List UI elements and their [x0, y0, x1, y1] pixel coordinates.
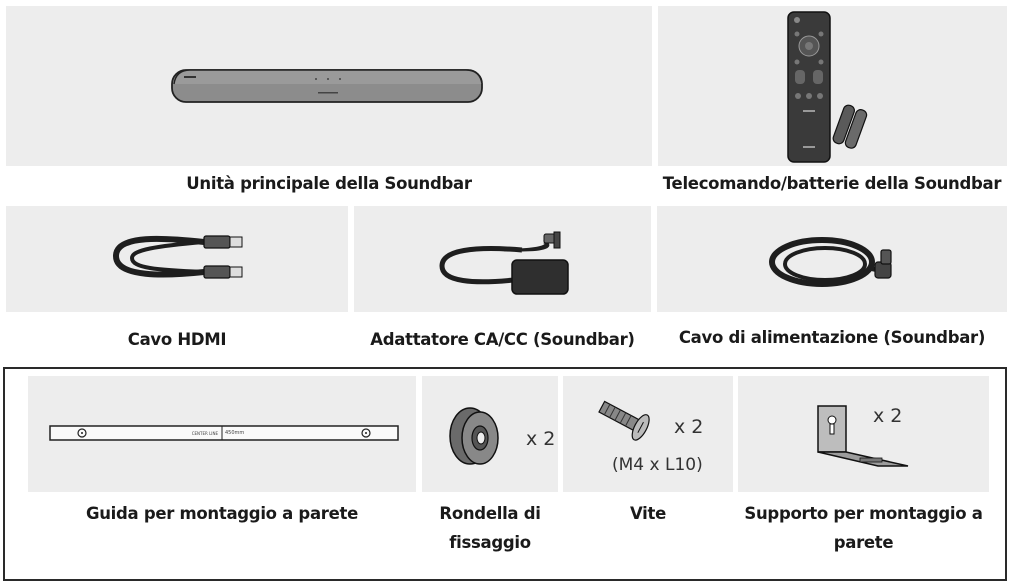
screw-illustration-icon: [598, 400, 650, 441]
wall-bracket-illustration-icon: [817, 405, 909, 467]
hdmi-panel: [6, 206, 348, 312]
screw-label: Vite: [629, 504, 666, 523]
screw-quantity: x 2: [674, 416, 704, 438]
washer-label-line1: Rondella di: [439, 504, 541, 523]
wall-guide-size-text: 450mm: [225, 430, 245, 436]
wall-guide-center-text: CENTER LINE: [191, 431, 218, 436]
bracket-panel: [738, 376, 989, 492]
bracket-label-line2: parete: [833, 533, 894, 552]
soundbar-illustration-icon: [171, 69, 483, 103]
bracket-quantity: x 2: [873, 405, 903, 427]
washer-quantity: x 2: [526, 428, 556, 450]
wall-guide-panel: [28, 376, 416, 492]
washer-label-line2: fissaggio: [449, 533, 531, 552]
wall-guide-label: Guida per montaggio a parete: [85, 504, 358, 523]
remote-panel: [658, 6, 1007, 166]
hdmi-label: Cavo HDMI: [127, 330, 227, 349]
hdmi-cable-illustration-icon: [112, 235, 243, 279]
adapter-label: Adattatore CA/CC (Soundbar): [370, 330, 635, 349]
power-cable-panel: [657, 206, 1007, 312]
soundbar-panel: [6, 6, 652, 166]
wall-mount-kit-box: [3, 367, 1007, 581]
wall-mount-guide-illustration-icon: [49, 425, 399, 441]
remote-label: Telecomando/batterie della Soundbar: [662, 174, 1002, 193]
ac-dc-adapter-illustration-icon: [439, 231, 569, 295]
soundbar-label: Unità principale della Soundbar: [186, 174, 472, 193]
washer-illustration-icon: [449, 407, 499, 465]
washer-panel: [422, 376, 558, 492]
bracket-label-line1: Supporto per montaggio a: [744, 504, 983, 523]
screw-panel: [563, 376, 733, 492]
power-cable-label: Cavo di alimentazione (Soundbar): [678, 328, 986, 347]
adapter-panel: [354, 206, 651, 312]
screw-spec: (M4 x L10): [612, 455, 703, 475]
power-cable-illustration-icon: [769, 237, 892, 287]
remote-and-batteries-illustration-icon: [787, 11, 868, 163]
